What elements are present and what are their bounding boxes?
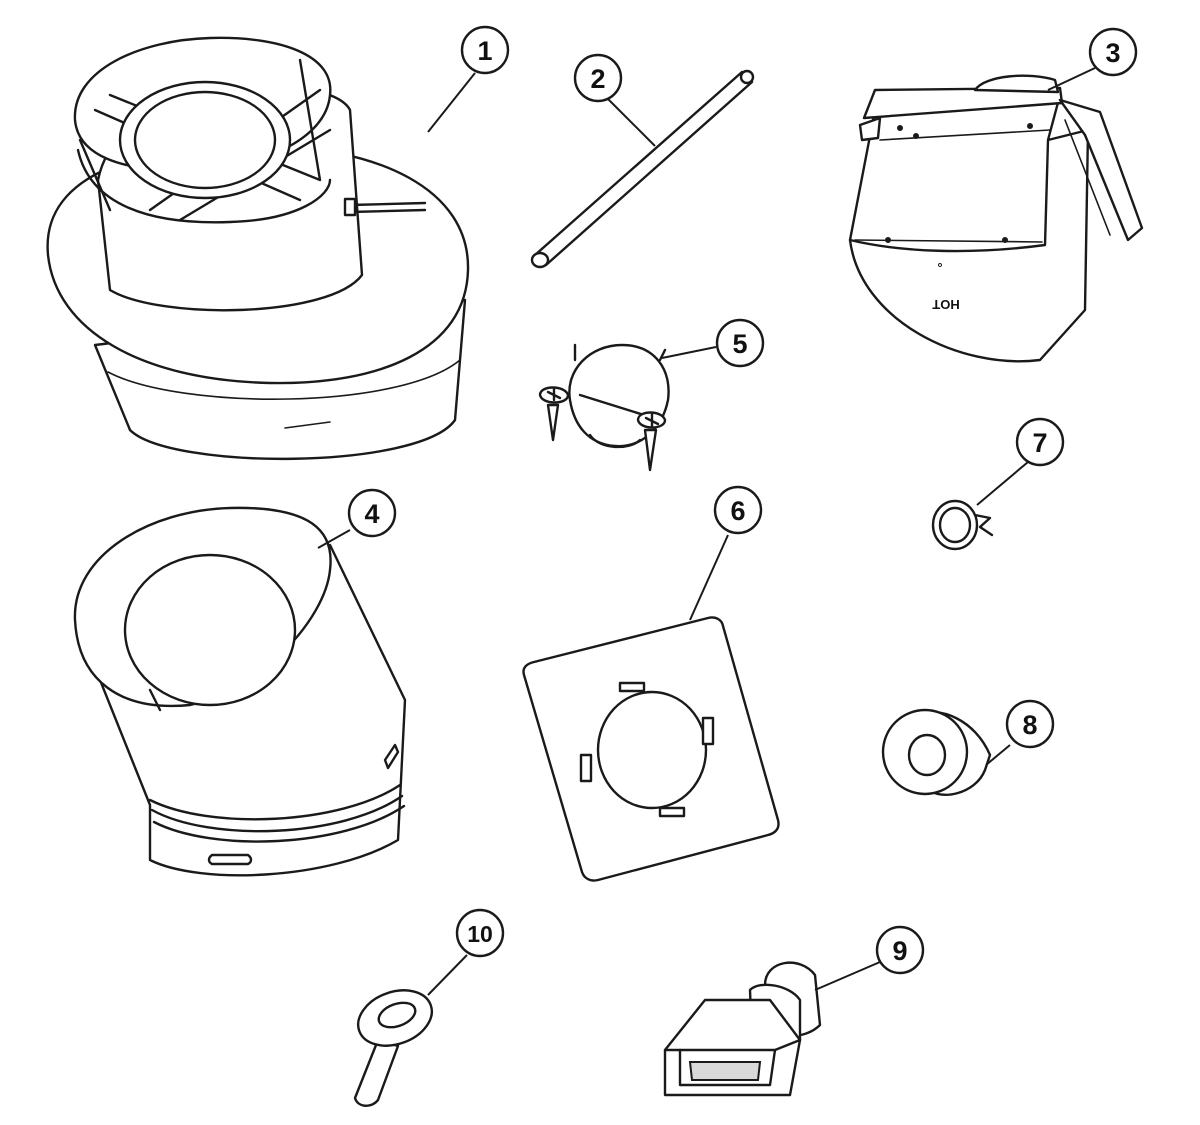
part-10-key-tool xyxy=(353,989,433,1107)
callout-9: 9 xyxy=(875,925,925,975)
part-5-clip xyxy=(538,343,670,472)
callout-4: 4 xyxy=(347,488,397,538)
part-4-liner-cylinder xyxy=(73,506,407,877)
part-6-wall-plate xyxy=(522,616,780,882)
part-3-box-assembly: ° HOT xyxy=(848,74,1144,363)
callout-6: 6 xyxy=(713,485,763,535)
callout-10: 10 xyxy=(455,908,505,958)
callout-1-label: 1 xyxy=(477,36,492,66)
svg-text:°: ° xyxy=(937,260,942,275)
callout-1: 1 xyxy=(460,25,510,75)
callout-9-label: 9 xyxy=(892,936,907,966)
callout-4-label: 4 xyxy=(364,499,379,529)
callout-6-label: 6 xyxy=(730,496,745,526)
callout-3: 3 xyxy=(1088,27,1138,77)
callout-2-label: 2 xyxy=(590,64,605,94)
callout-5: 5 xyxy=(715,318,765,368)
part-2-rod xyxy=(530,69,755,269)
callout-3-label: 3 xyxy=(1105,38,1120,68)
callout-8: 8 xyxy=(1005,699,1055,749)
callout-2: 2 xyxy=(573,53,623,103)
callout-10-label: 10 xyxy=(467,921,493,947)
callout-5-label: 5 xyxy=(732,329,747,359)
callout-8-label: 8 xyxy=(1022,710,1037,740)
leader-lines xyxy=(317,67,1096,996)
hot-stamp: HOT xyxy=(932,297,960,312)
callout-7-label: 7 xyxy=(1032,428,1047,458)
part-9-adapter xyxy=(663,961,822,1097)
part-7-ring xyxy=(931,499,994,551)
part-8-grommet xyxy=(881,708,992,797)
callout-7: 7 xyxy=(1015,417,1065,467)
part-1-vent-terminal xyxy=(46,36,470,460)
